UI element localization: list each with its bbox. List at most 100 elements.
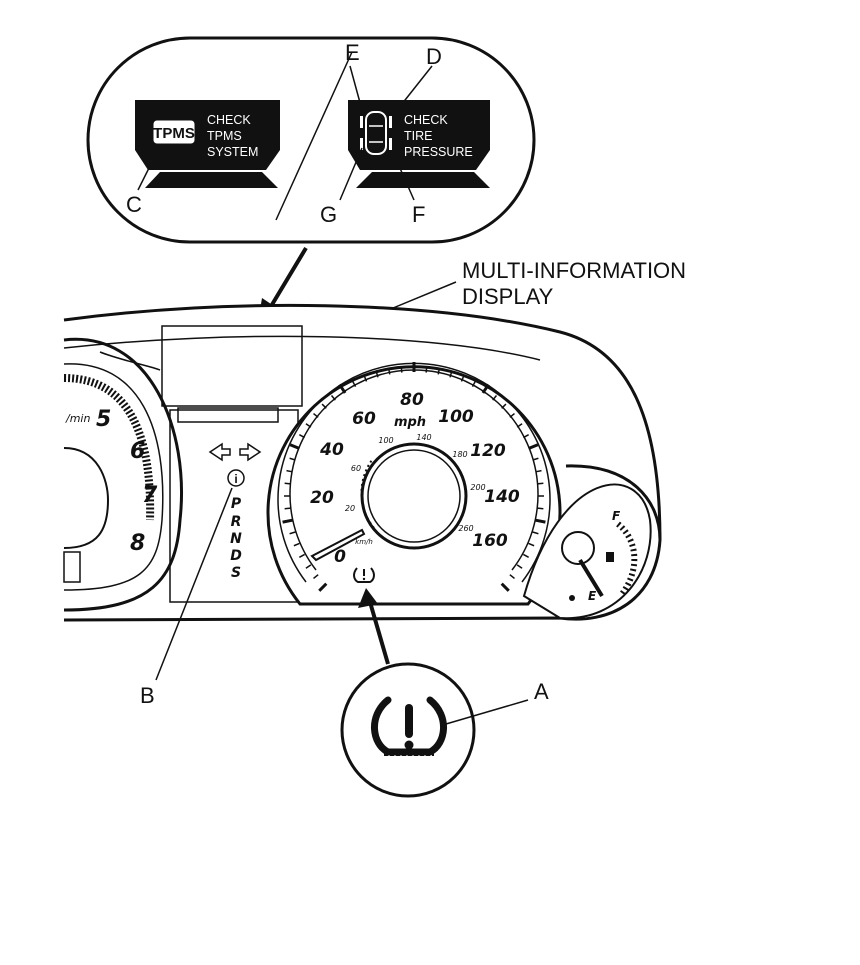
- speedo-tick: [537, 507, 544, 510]
- speedo-tick: [289, 443, 301, 450]
- tire-screen-line2: TIRE: [404, 129, 432, 143]
- speedo-tick: [293, 542, 300, 547]
- speedo-tick: [313, 412, 319, 418]
- speedo-tick: [532, 531, 539, 535]
- kmh-label-260: 260: [458, 524, 473, 533]
- speedo-tick: [375, 371, 379, 378]
- tpms-warning-enlarged: [340, 662, 476, 798]
- kmh-label-60: 60: [351, 464, 361, 473]
- speedo-tick: [286, 469, 293, 473]
- gear-s: S: [231, 565, 241, 581]
- speedo-tick: [449, 371, 453, 378]
- turn-left-arrow-icon: [208, 442, 231, 462]
- speedo-tick: [528, 542, 535, 547]
- speedo-tick: [284, 482, 291, 485]
- mph-label-20: 20: [310, 488, 334, 508]
- speedo-ticks: [282, 362, 546, 592]
- speedo-tick: [523, 553, 530, 558]
- speedo-tick: [298, 434, 305, 439]
- speedo-tick: [509, 412, 515, 418]
- speedo-tick: [282, 518, 293, 524]
- tachometer: /min 5 6 7 8: [63, 337, 183, 612]
- tpms-telltale-icon: [353, 567, 375, 583]
- tpms-warning-icon: [371, 696, 447, 756]
- speedo-tick: [532, 457, 539, 461]
- mph-label-160: 160: [472, 531, 508, 551]
- gear-p: P: [231, 496, 242, 512]
- speedo-tick: [481, 383, 490, 394]
- fuel-full-label: F: [612, 509, 621, 523]
- speedo-tick: [400, 366, 403, 373]
- speedo-needle: [310, 528, 366, 562]
- kmh-label-100: 100: [378, 436, 393, 445]
- speedo-tick: [363, 375, 368, 382]
- kmh-label-180: 180: [452, 450, 467, 459]
- speedo-tick: [535, 518, 546, 524]
- callout-f: F: [412, 202, 425, 227]
- center-indicators: i P R N D S: [208, 442, 262, 581]
- speedo-tick: [460, 375, 465, 382]
- fuel-pump-icon: [606, 552, 614, 562]
- tach-label-7: 7: [142, 483, 158, 508]
- speedo-tick: [523, 434, 530, 439]
- speedo-tick: [425, 366, 428, 373]
- mph-label-0: 0: [334, 547, 346, 567]
- svg-text:i: i: [234, 472, 237, 486]
- mph-label-120: 120: [470, 441, 506, 461]
- tpms-system-screen: TPMS CHECK TPMS SYSTEM: [135, 100, 280, 188]
- speedo-tick: [305, 423, 312, 428]
- tpms-badge: TPMS: [153, 125, 195, 142]
- telltale-pointer-arrow: [358, 588, 390, 665]
- speedo-tick: [338, 383, 347, 394]
- fuel-empty-label: E: [588, 589, 597, 603]
- multi-info-display-label-line2: DISPLAY: [462, 284, 554, 309]
- mph-label-60: 60: [352, 409, 376, 429]
- fuel-gauge: F E: [522, 464, 662, 620]
- callout-c: C: [126, 192, 142, 217]
- speedo-tick: [352, 380, 357, 387]
- inset-bubble: [86, 36, 536, 244]
- speedo-tick: [471, 380, 476, 387]
- speedo-tick: [535, 469, 542, 473]
- kmh-label-200: 200: [470, 483, 485, 492]
- info-i-icon: i: [227, 469, 245, 487]
- speedo-tick: [516, 423, 523, 428]
- car-topview-icon: [360, 111, 392, 155]
- tire-screen-line3: PRESSURE: [404, 145, 473, 159]
- turn-right-arrow-icon: [239, 442, 262, 462]
- mph-label-140: 140: [484, 487, 520, 507]
- gear-n: N: [230, 531, 242, 547]
- speedo-tick: [289, 457, 296, 461]
- tire-screen-line1: CHECK: [404, 113, 448, 127]
- speedo-tick: [537, 482, 544, 485]
- speedo-unit-mph: mph: [394, 415, 426, 430]
- gear-d: D: [230, 548, 242, 564]
- speedo-tick: [509, 574, 515, 580]
- speedo-tick: [318, 582, 328, 592]
- speedo-tick: [500, 582, 510, 592]
- tach-label-6: 6: [130, 439, 145, 464]
- speedo-tick: [501, 403, 507, 409]
- speedo-tick: [289, 531, 296, 535]
- mph-label-80: 80: [400, 390, 424, 410]
- tpms-screen-line3: SYSTEM: [207, 145, 258, 159]
- speedo-tick: [516, 564, 523, 569]
- callout-e: E: [345, 40, 360, 65]
- callout-g: G: [320, 202, 337, 227]
- callout-a-leader: [445, 699, 529, 725]
- mph-label-40: 40: [319, 440, 344, 460]
- multi-info-display-label-line1: MULTI-INFORMATION: [462, 258, 686, 283]
- tach-label-5: 5: [96, 407, 111, 432]
- speedo-tick: [284, 507, 291, 510]
- speedo-tick: [305, 564, 312, 569]
- bubble-leader-lines: [137, 65, 433, 201]
- kmh-label-20: 20: [345, 504, 355, 513]
- speedo-tick: [437, 368, 441, 375]
- tire-pressure-screen: CHECK TIRE PRESSURE: [348, 100, 490, 188]
- callout-d: D: [426, 44, 442, 69]
- speedo-tick: [313, 574, 319, 580]
- callout-b: B: [140, 683, 155, 708]
- speedometer: mph km/h 0 20 40 60 80 100 120 140 160 2…: [266, 362, 562, 606]
